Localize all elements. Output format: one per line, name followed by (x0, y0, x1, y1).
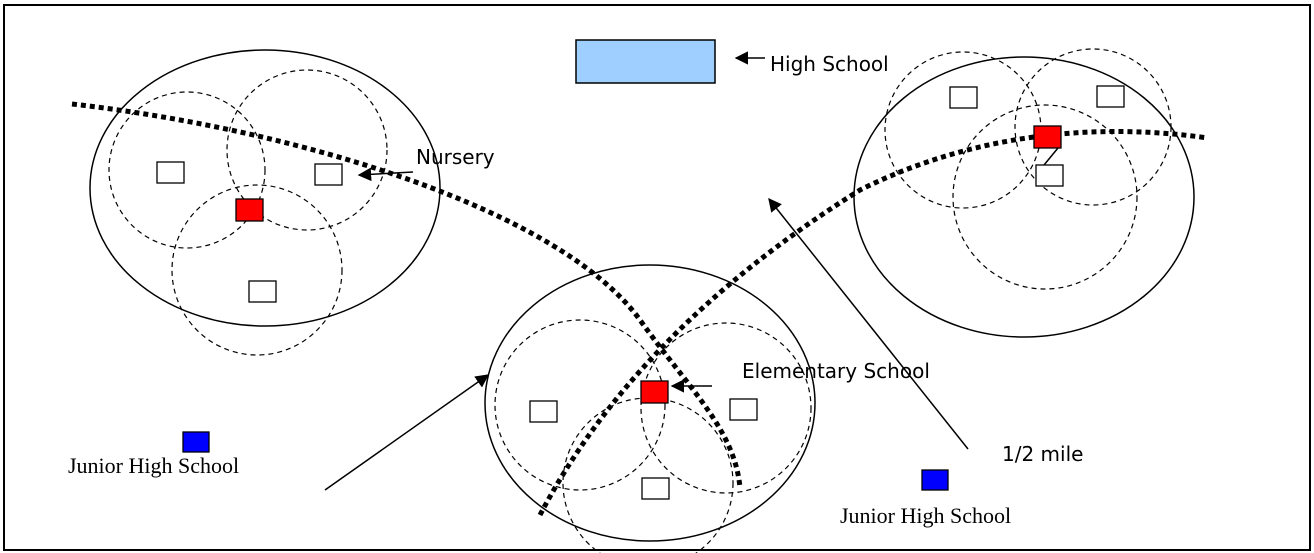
main-road-east (537, 129, 1209, 517)
neighborhood-circle (562, 397, 734, 553)
junior-high-school-label-right: Junior High School (840, 503, 1011, 528)
half-mile-label: 1/2 mile (1002, 442, 1083, 466)
high-school-label: High School (770, 52, 889, 76)
elementary-school-square (235, 198, 264, 222)
neighborhood-circles-right (884, 48, 1172, 290)
nursery-arrow (357, 167, 414, 182)
district-circle-center (484, 264, 816, 542)
neighborhood-circle (171, 184, 343, 356)
elementary-schools (235, 125, 1062, 404)
junior-high-school-label-left: Junior High School (68, 453, 239, 478)
main-road-west (71, 101, 743, 489)
elementary-school-label: Elementary School (742, 359, 930, 383)
nursery-square (1035, 164, 1064, 187)
district-circle-right (853, 56, 1195, 338)
nursery-square (641, 477, 670, 500)
high-school-rectangle (575, 39, 716, 84)
neighborhood-circle (108, 91, 266, 249)
nursery-square (949, 86, 978, 109)
junior-high-school-square-left (182, 431, 210, 453)
nursery-square (729, 398, 758, 421)
neighborhood-circles-left (108, 69, 388, 356)
neighborhood-circle (640, 322, 812, 494)
elementary-school-square (640, 380, 669, 404)
nursery-square (156, 161, 185, 184)
nursery-square (314, 163, 343, 186)
leader-line (1043, 147, 1059, 166)
junior-high-school-square-right (921, 469, 949, 491)
neighborhood-circle (952, 104, 1138, 290)
nursery-square (248, 280, 277, 303)
neighborhood-circle (226, 69, 388, 231)
district-circle-left (89, 49, 441, 327)
nursery-square (529, 400, 558, 423)
elementary-school-square (1033, 125, 1062, 149)
nurseries (156, 85, 1125, 500)
half-mile-arrow (768, 197, 969, 450)
neighborhood-circle (494, 319, 666, 491)
district-pointer-arrow (324, 374, 490, 491)
neighborhood-circle (1014, 48, 1172, 206)
neighborhood-circles-center (494, 319, 812, 553)
neighborhood-circle (884, 51, 1042, 209)
nursery-square (1096, 85, 1125, 108)
diagram-frame (3, 4, 1311, 551)
nursery-label: Nursery (416, 145, 495, 169)
